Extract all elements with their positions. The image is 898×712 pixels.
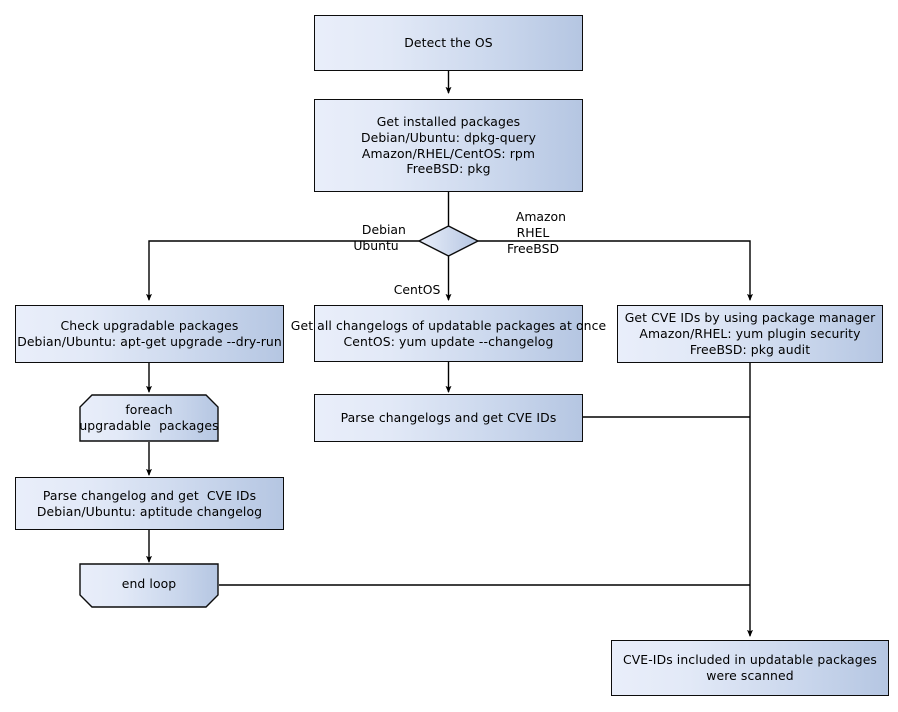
node-get-cve-ids-pkg-manager[interactable]: Get CVE IDs by using package manager Ama… — [617, 305, 883, 363]
node-get-cve-ids-pkg-manager-label: Get CVE IDs by using package manager Ama… — [624, 310, 876, 357]
node-foreach-loop-start-label: foreach upgradable packages — [79, 402, 219, 433]
edge-label-amazon-rhel-freebsd: Amazon RHEL FreeBSD — [488, 193, 578, 274]
node-cve-ids-scanned-label: CVE-IDs included in updatable packages w… — [622, 652, 877, 683]
decision-diamond-shape — [417, 225, 480, 257]
node-parse-changelog-cve[interactable]: Parse changelog and get CVE IDs Debian/U… — [15, 477, 284, 530]
edge-label-amazon-rhel-freebsd-text: Amazon RHEL FreeBSD — [507, 209, 566, 257]
loop-end-shape — [79, 563, 219, 608]
node-check-upgradable-packages[interactable]: Check upgradable packages Debian/Ubuntu:… — [15, 305, 284, 363]
node-end-loop-label: end loop — [121, 575, 177, 591]
loop-start-shape — [79, 394, 219, 442]
node-cve-ids-scanned[interactable]: CVE-IDs included in updatable packages w… — [611, 640, 889, 696]
node-get-all-changelogs-label: Get all changelogs of updatable packages… — [290, 317, 607, 349]
node-detect-os-label: Detect the OS — [404, 35, 493, 51]
edge-label-debian-ubuntu: Debian Ubuntu — [336, 206, 416, 271]
node-get-all-changelogs[interactable]: Get all changelogs of updatable packages… — [291, 305, 606, 362]
node-get-installed-packages-label: Get installed packages Debian/Ubuntu: dp… — [360, 113, 537, 177]
node-detect-os[interactable]: Detect the OS — [314, 15, 583, 71]
node-foreach-loop-start[interactable]: foreach upgradable packages — [79, 394, 219, 442]
edge-label-debian-ubuntu-text: Debian Ubuntu — [353, 222, 406, 254]
node-parse-changelogs-cve-label: Parse changelogs and get CVE IDs — [340, 410, 557, 426]
node-parse-changelogs-cve[interactable]: Parse changelogs and get CVE IDs — [314, 394, 583, 442]
node-end-loop[interactable]: end loop — [79, 563, 219, 608]
edge-label-centos-text: CentOS — [393, 282, 441, 298]
edge-label-centos: CentOS — [378, 266, 441, 314]
node-check-upgradable-packages-label: Check upgradable packages Debian/Ubuntu:… — [17, 318, 282, 349]
node-get-installed-packages[interactable]: Get installed packages Debian/Ubuntu: dp… — [314, 99, 583, 192]
node-parse-changelog-cve-label: Parse changelog and get CVE IDs Debian/U… — [36, 487, 263, 519]
